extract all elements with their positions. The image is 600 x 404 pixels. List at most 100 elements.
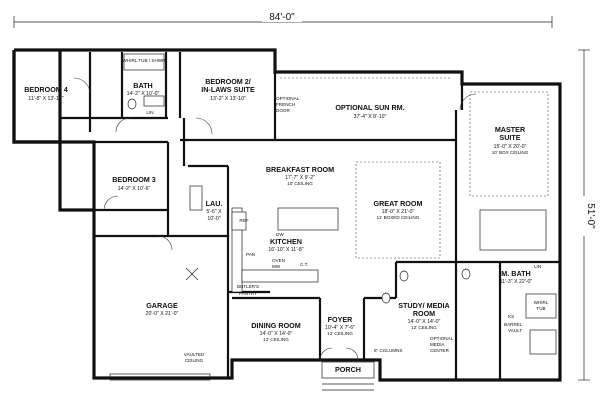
room-master-bath: LIN M. BATH 11'-3" X 22'-0" WHIRL TUB KS… [500, 264, 549, 333]
room-study: STUDY/ MEDIA ROOM 14'-0" X 14'-0" 12' CE… [374, 301, 454, 353]
study-name-2: ROOM [413, 309, 435, 318]
dining-dims: 14'-0" X 14'-0" [260, 331, 293, 337]
great-room-ceiling: 11' BOXED CEILING [377, 215, 420, 220]
room-great-room: GREAT ROOM 18'-0" X 21'-0" 11' BOXED CEI… [374, 199, 423, 220]
laundry-dims-1: 5'-6" X [206, 209, 222, 215]
mbath-dims: 11'-3" X 22'-0" [500, 279, 533, 285]
bedroom2-name-1: BEDROOM 2/ [205, 77, 251, 86]
bedroom4-dims: 11'-8" X 13'-10" [28, 96, 63, 102]
kitchen-counter-bottom [241, 269, 319, 283]
bath-fixture-label: WHIRL TUB / SHWR [123, 58, 167, 63]
room-bedroom2: BEDROOM 2/ IN-LAWS SUITE 13'-2" X 13'-10… [201, 77, 255, 102]
bedroom3-dims: 14'-2" X 10'-6" [118, 186, 151, 192]
french-door-note-1: OPTIONAL [276, 96, 300, 101]
great-room-boxed-ceiling [355, 161, 441, 259]
garage-ceiling-2: CEILING [185, 358, 204, 363]
room-pantry: BUTLER'S PANTRY [237, 284, 259, 296]
kitchen-oven: OVEN [272, 258, 285, 263]
foyer-dims: 10'-4" X 7'-6" [325, 325, 355, 331]
porch-area [321, 361, 375, 391]
toilet-1 [127, 98, 137, 110]
laundry-name: LAU. [206, 199, 223, 208]
master-dims: 15'-0" X 20'-0" [494, 144, 527, 150]
room-bedroom4: BEDROOM 4 11'-8" X 13'-10" [24, 85, 68, 102]
kitchen-fixtures [231, 207, 339, 293]
mbath-tub [479, 209, 547, 251]
french-door-note-3: DOOR [276, 108, 290, 113]
kitchen-counter [231, 207, 243, 293]
kitchen-ct: C.T. [300, 262, 308, 267]
kitchen-pan: PAN [246, 252, 255, 257]
study-dims: 14'-0" X 14'-0" [408, 319, 441, 325]
bedroom2-name-2: IN-LAWS SUITE [201, 85, 255, 94]
bedroom4-name: BEDROOM 4 [24, 85, 68, 94]
foyer-name: FOYER [328, 315, 354, 324]
overall-depth-dimension: 51'-0" [578, 49, 596, 381]
room-dining: DINING ROOM 14'-0" X 14'-0" 12' CEILING [251, 321, 301, 342]
overall-width-dimension: 84'-0" [13, 10, 553, 28]
overall-depth-label: 51'-0" [585, 203, 596, 229]
bath-dims: 14'-2" X 10'-0" [127, 91, 160, 97]
toilet-mbath [461, 268, 471, 280]
room-laundry: LAU. 5'-6" X 10'-0" [206, 199, 223, 222]
study-ceiling: 12' CEILING [411, 325, 437, 330]
sunroom-dims: 37'-4" X 8'-10" [354, 114, 387, 120]
master-ceiling: 10' BOX CEILING [492, 150, 529, 155]
vanity-1 [143, 95, 165, 107]
media-center-2: MEDIA [430, 342, 445, 347]
bath-fixtures [123, 53, 557, 355]
ks-line-2: BARREL [504, 322, 523, 327]
laundry-machines [189, 185, 203, 211]
master-name-1: MASTER [495, 125, 526, 134]
mbath-whirl-1: WHIRL [534, 300, 549, 305]
garage-x-mark-2 [185, 267, 199, 281]
bedroom3-name: BEDROOM 3 [112, 175, 156, 184]
room-sunroom: OPTIONAL FRENCH DOOR OPTIONAL SUN RM. 37… [276, 96, 405, 120]
great-room-dims: 18'-0" X 21'-0" [382, 209, 415, 215]
kitchen-mw: MW [272, 264, 281, 269]
mbath-vanity [525, 293, 557, 319]
kitchen-island [277, 207, 339, 231]
room-kitchen: REF DW KITCHEN 16'-10" X 11'-8" PAN OVEN… [239, 218, 308, 269]
room-bath: WHIRL TUB / SHWR BATH 14'-2" X 10'-0" LI… [123, 58, 167, 115]
mbath-closet [529, 329, 557, 355]
mbath-lin: LIN [534, 264, 541, 269]
laundry-dims-2: 10'-0" [207, 216, 220, 222]
bath-name: BATH [133, 81, 152, 90]
mbath-whirl-2: TUB [536, 306, 545, 311]
master-name-2: SUITE [499, 133, 520, 142]
kitchen-name: KITCHEN [270, 237, 302, 246]
great-room-name: GREAT ROOM [374, 199, 423, 208]
ks-line-3: VAULT [508, 328, 522, 333]
refrigerator [231, 211, 247, 231]
master-box-ceiling [469, 91, 549, 197]
toilet-powder [381, 292, 391, 304]
room-master-suite: MASTER SUITE 15'-0" X 20'-0" 10' BOX CEI… [492, 125, 529, 155]
porch-name: PORCH [335, 365, 361, 374]
french-door-note-2: FRENCH [276, 102, 295, 107]
ks-line-1: KS [508, 314, 514, 319]
room-breakfast: BREAKFAST ROOM 17'-7" X 9'-2" 10' CEILIN… [266, 165, 334, 186]
interior-walls [14, 52, 560, 380]
foyer-ceiling: 12' CEILING [327, 331, 353, 336]
bath-lin: LIN [146, 110, 153, 115]
kitchen-dims: 16'-10" X 11'-8" [268, 247, 303, 253]
garage-dims: 20'-0" X 21'-0" [146, 311, 179, 317]
pantry-name-2: PANTRY [239, 291, 257, 296]
room-garage: GARAGE 20'-0" X 21'-0" VAULTED CEILING [146, 301, 205, 363]
study-columns: 8" COLUMNS [374, 348, 402, 353]
garage-door [109, 373, 211, 381]
garage-name: GARAGE [146, 301, 178, 310]
study-name-1: STUDY/ MEDIA [398, 301, 450, 310]
mbath-name: M. BATH [501, 269, 530, 278]
doors [73, 77, 477, 361]
dining-ceiling: 12' CEILING [263, 337, 289, 342]
garage-ceiling-1: VAULTED [184, 352, 205, 357]
room-porch: PORCH [335, 365, 361, 374]
breakfast-dims: 17'-7" X 9'-2" [285, 175, 315, 181]
kitchen-dw: DW [276, 232, 284, 237]
room-foyer: FOYER 10'-4" X 7'-6" 12' CEILING [325, 315, 355, 336]
whirl-tub-1 [123, 53, 165, 71]
overall-width-label: 84'-0" [269, 12, 295, 23]
